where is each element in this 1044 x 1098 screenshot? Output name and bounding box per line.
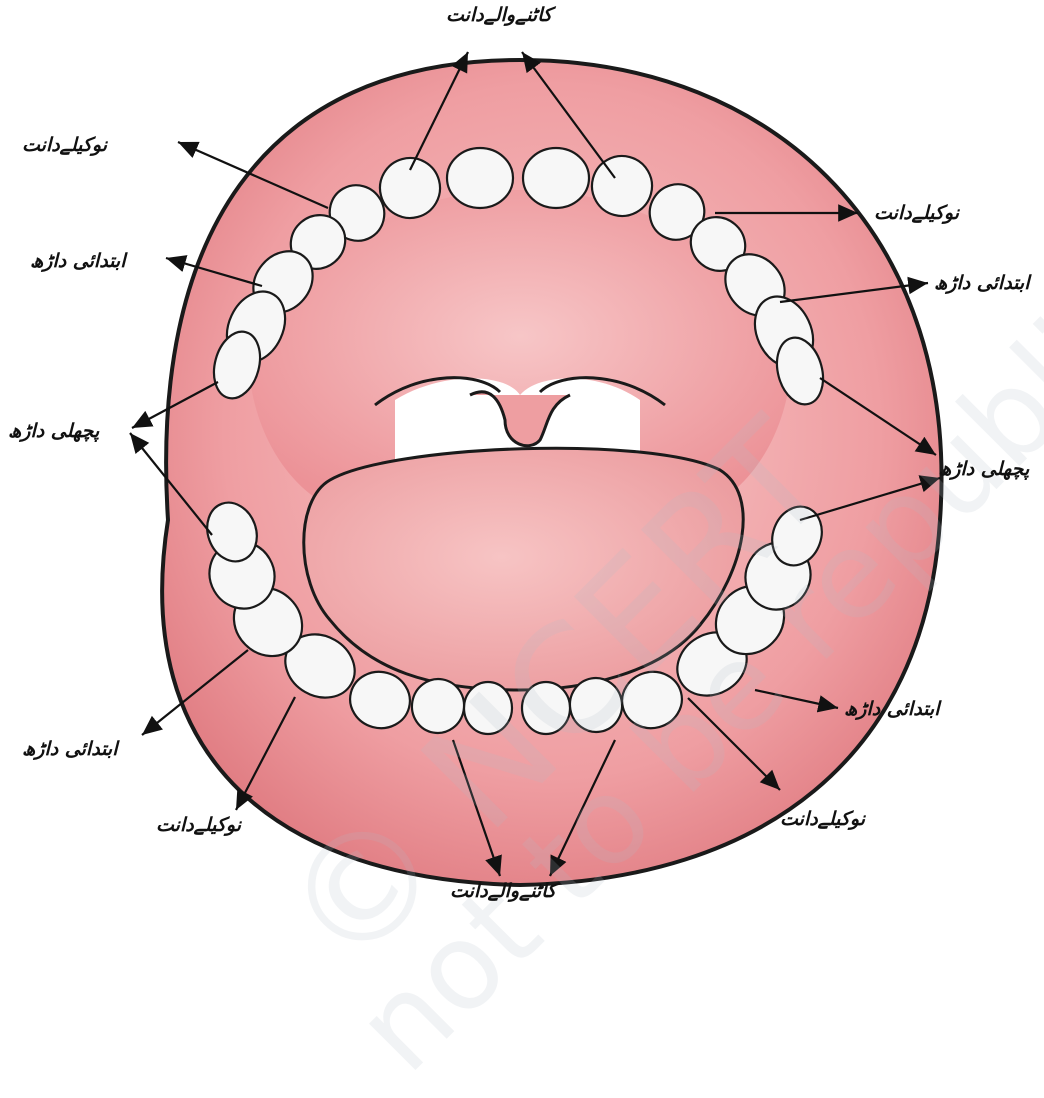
label-molar-right: پچھلی داڑھ — [938, 458, 1029, 480]
label-canine-lower-right: نوکیلےدانت — [780, 808, 865, 830]
label-top-incisors: کاٹنےوالےدانت — [446, 4, 552, 26]
label-premolar-lower-right: ابتدائی داڑھ — [844, 698, 939, 720]
label-molar-left: پچھلی داڑھ — [8, 420, 99, 442]
upper-tooth — [523, 148, 589, 208]
label-premolar-upper-left: ابتدائی داڑھ — [30, 250, 125, 272]
label-canine-upper-right: نوکیلےدانت — [874, 202, 959, 224]
label-bottom-incisors: کاٹنےوالےدانت — [450, 880, 556, 902]
mouth-diagram: © NCERT not to be republished کاٹنےوالےد… — [0, 0, 1044, 913]
lower-tooth — [522, 682, 570, 734]
label-premolar-upper-right: ابتدائی داڑھ — [934, 272, 1029, 294]
label-canine-upper-left: نوکیلےدانت — [22, 134, 107, 156]
label-premolar-lower-left: ابتدائی داڑھ — [22, 738, 117, 760]
mouth-illustration — [0, 0, 1044, 913]
upper-tooth — [447, 148, 513, 208]
label-canine-lower-left: نوکیلےدانت — [156, 814, 241, 836]
lower-tooth — [464, 682, 512, 734]
